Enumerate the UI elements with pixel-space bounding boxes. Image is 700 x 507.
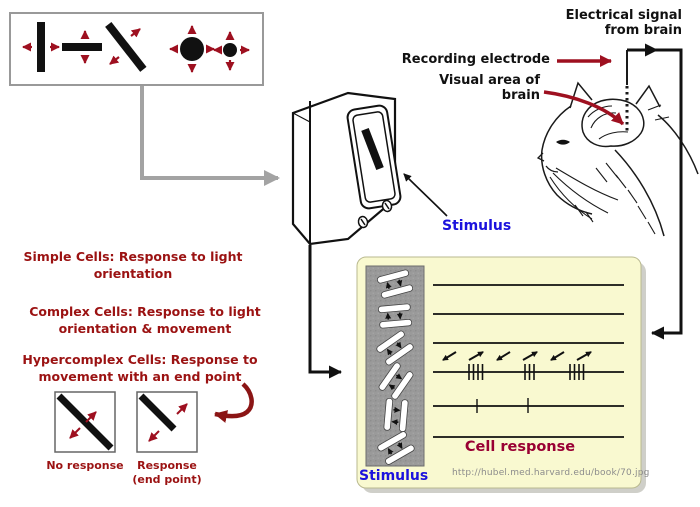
- cat-chest: [614, 149, 665, 237]
- cat-back: [657, 114, 699, 175]
- moving-bar-pair: [376, 269, 414, 299]
- motion-direction-arrows: [442, 351, 592, 361]
- recording-electrode-label: Recording electrode: [401, 52, 550, 67]
- cat-whiskers: [549, 167, 619, 220]
- no-response-box: [54, 391, 116, 453]
- cell-response-label: Cell response: [464, 439, 576, 455]
- no-response-label: No response: [46, 459, 124, 472]
- cat-brain: [581, 98, 645, 148]
- cat-illustration: [536, 50, 699, 237]
- moving-bar-pair: [383, 397, 409, 433]
- diagonal-bar-stimulus: [105, 21, 147, 72]
- circuit-wire: [627, 43, 683, 340]
- panel-stimulus-label: Stimulus: [359, 468, 429, 484]
- monitor-to-panel-connector: [308, 245, 342, 379]
- screen-bar-stimulus: [361, 127, 384, 171]
- complex-cells-label: Complex Cells: Response to light orienta…: [29, 304, 261, 336]
- monitor-illustration: [291, 91, 402, 246]
- legend-to-monitor-connector: [140, 86, 280, 186]
- response-panel: [356, 256, 646, 493]
- monitor-stimulus-label: Stimulus: [442, 218, 512, 234]
- hypercomplex-cells-label: Hypercomplex Cells: Response to movement…: [22, 352, 258, 384]
- visual-area-label: Visual area of brain: [439, 73, 540, 104]
- response-end-point-box: [136, 391, 198, 453]
- large-spot-stimulus: [169, 25, 215, 73]
- monitor-knobs: [357, 199, 393, 229]
- sparse-spikes: [476, 398, 529, 413]
- end-point-pointer-arrow: [214, 382, 254, 423]
- small-spot-stimulus: [213, 31, 250, 71]
- source-url-label: http://hubel.med.harvard.edu/book/70.jpg: [452, 468, 650, 478]
- moving-bar-pair: [377, 431, 415, 465]
- stimulus-pointer-arrow: [403, 173, 448, 217]
- spike-cluster: [524, 364, 535, 380]
- moving-bar-pair: [377, 303, 413, 329]
- response-end-point-label: Response (end point): [132, 459, 202, 486]
- cat-ear-right: [635, 84, 661, 108]
- vertical-bar-stimulus: [22, 22, 60, 72]
- moving-bar-pair: [376, 330, 414, 366]
- spike-cluster: [569, 364, 585, 380]
- stimulus-strip: [365, 265, 425, 467]
- cat-fur-strokes: [574, 104, 670, 235]
- simple-cells-label: Simple Cells: Response to light orientat…: [23, 249, 243, 281]
- electrical-signal-label: Electrical signal from brain: [565, 8, 682, 39]
- cat-ear-left: [569, 81, 593, 109]
- horizontal-bar-stimulus: [62, 30, 102, 64]
- stimulus-legend-box: [9, 12, 264, 86]
- spike-cluster: [468, 364, 484, 380]
- moving-bar-pair: [378, 362, 414, 400]
- visual-area-arrow: [543, 90, 625, 126]
- cat-eye: [556, 139, 570, 145]
